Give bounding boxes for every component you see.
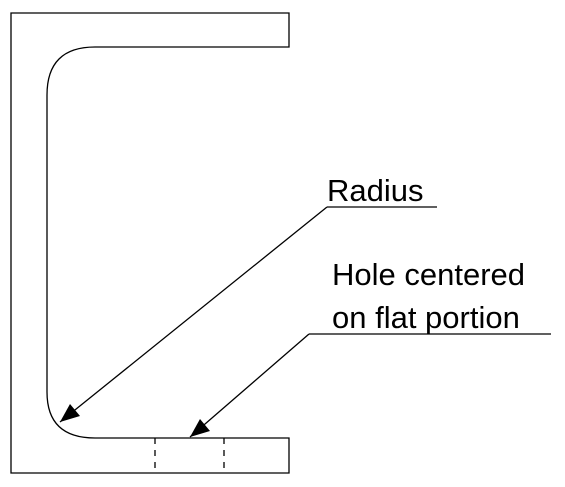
- channel-outer-outline: [10, 12, 290, 474]
- radius-arrowhead: [60, 404, 80, 422]
- hole-arrowhead: [190, 419, 210, 437]
- hole-label-line-2: on flat portion: [332, 300, 520, 335]
- hole-leader-line: [189, 333, 310, 438]
- hole-label-line-1: Hole centered: [332, 257, 525, 292]
- radius-leader-line: [59, 206, 328, 423]
- radius-label: Radius: [327, 173, 424, 208]
